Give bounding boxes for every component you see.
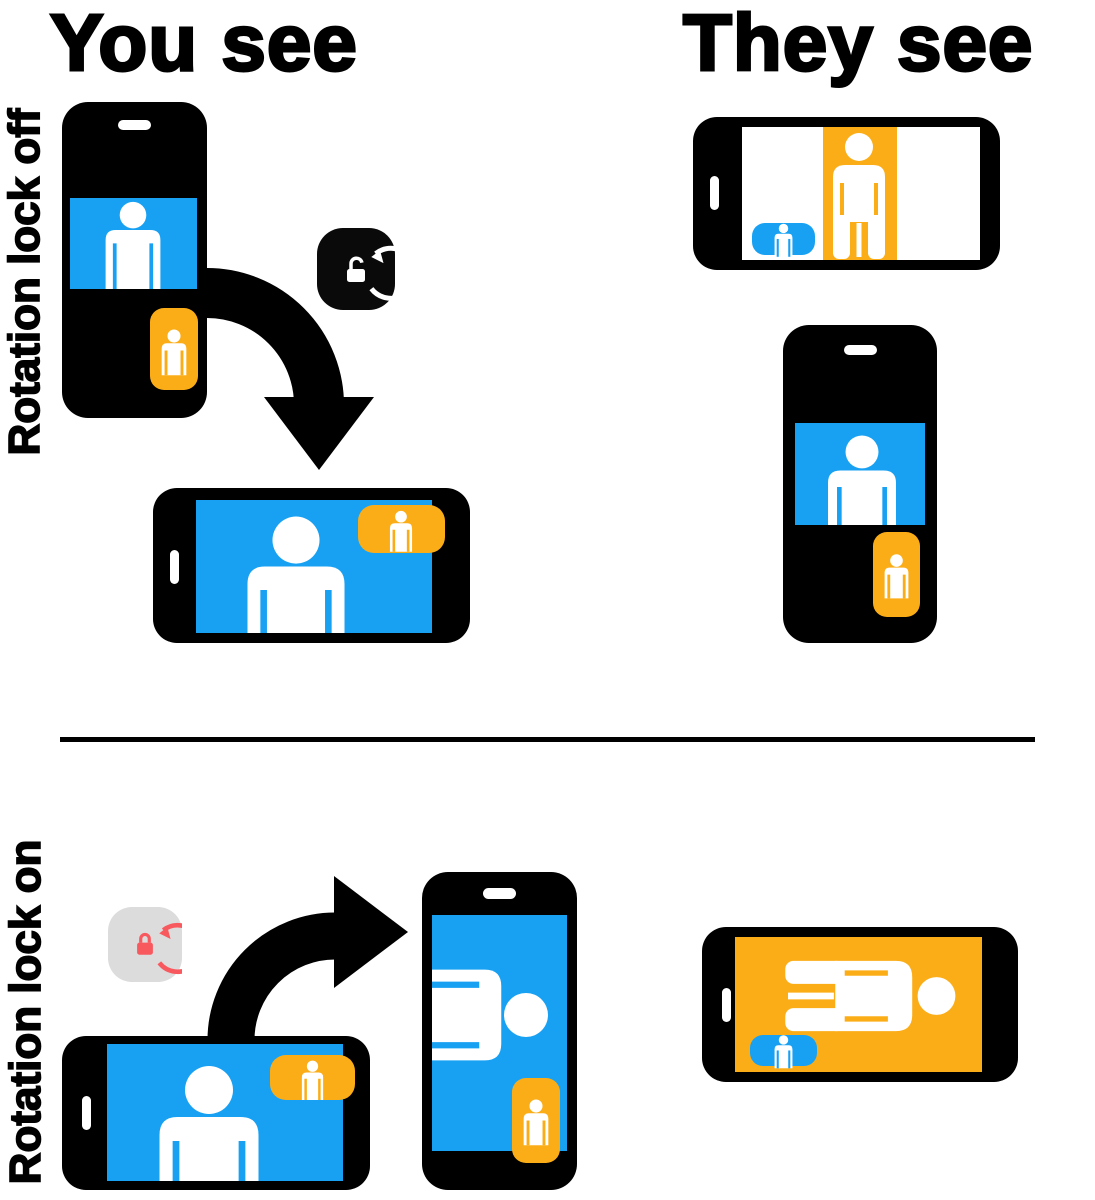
you-see-title: You see: [49, 0, 359, 87]
rotation-lock-on-icon: [108, 907, 182, 982]
remote-video-screen: [70, 198, 197, 289]
lock-rotate-glyph: [137, 922, 182, 975]
speaker-slot: [82, 1096, 91, 1130]
person-silhouette: [160, 328, 188, 377]
self-view-pip: [270, 1055, 355, 1100]
letterboxed-video-screen: [795, 423, 925, 525]
section-divider: [60, 737, 1035, 742]
person-silhouette: [388, 509, 414, 553]
self-view-pip: [750, 1034, 817, 1070]
speaker-slot: [170, 550, 179, 584]
pillarboxed-video-screen: [742, 127, 980, 260]
rotate-down-arrow: [183, 268, 374, 470]
phone-you-on-portrait: [422, 872, 577, 1190]
self-view-pip: [512, 1078, 560, 1163]
person-silhouette: [300, 1059, 325, 1100]
rotate-up-arrow: [207, 876, 408, 1062]
rotation-lock-off-label: Rotation lock off: [0, 108, 50, 457]
phone-you-off-landscape: [153, 488, 470, 643]
phone-you-on-landscape: [62, 1036, 370, 1190]
phone-they-on-landscape: [702, 927, 1018, 1082]
phone-you-off-portrait: [62, 102, 207, 418]
self-view-pip: [358, 505, 445, 553]
self-view-pip: [150, 308, 198, 390]
camera-slot: [118, 120, 151, 130]
unlock-rotate-glyph: [347, 245, 395, 301]
speaker-slot: [722, 988, 731, 1022]
rotation-lock-on-label: Rotation lock on: [0, 839, 51, 1185]
self-view-pip: [752, 222, 815, 258]
self-view-pip: [873, 532, 920, 617]
camera-slot: [483, 888, 516, 899]
person-silhouette: [522, 1098, 550, 1147]
phone-they-off-landscape: [693, 117, 1000, 270]
rotation-lock-off-icon: [317, 228, 395, 310]
sideways-video-screen: [735, 937, 982, 1072]
phone-they-off-portrait: [783, 325, 937, 643]
they-see-title: They see: [681, 0, 1034, 87]
speaker-slot: [710, 176, 719, 210]
camera-slot: [844, 345, 877, 355]
person-silhouette: [883, 552, 910, 600]
